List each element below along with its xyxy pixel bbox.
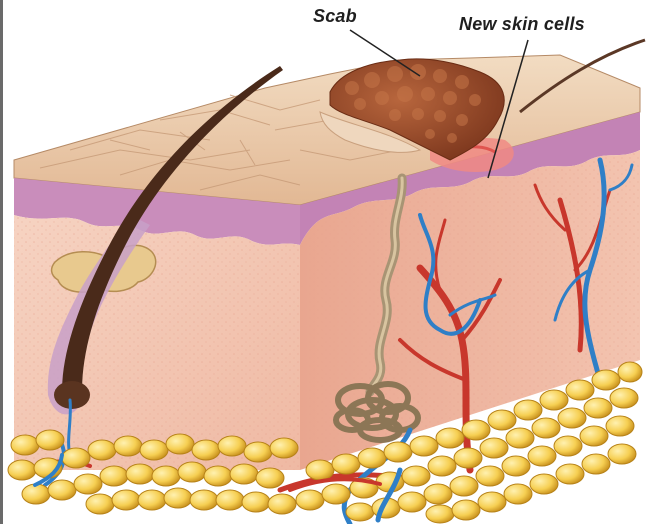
hair-bulb — [54, 381, 90, 409]
scab-label: Scab — [313, 6, 357, 27]
new-skin-cells-label: New skin cells — [459, 14, 585, 35]
frame-edge — [0, 0, 3, 524]
